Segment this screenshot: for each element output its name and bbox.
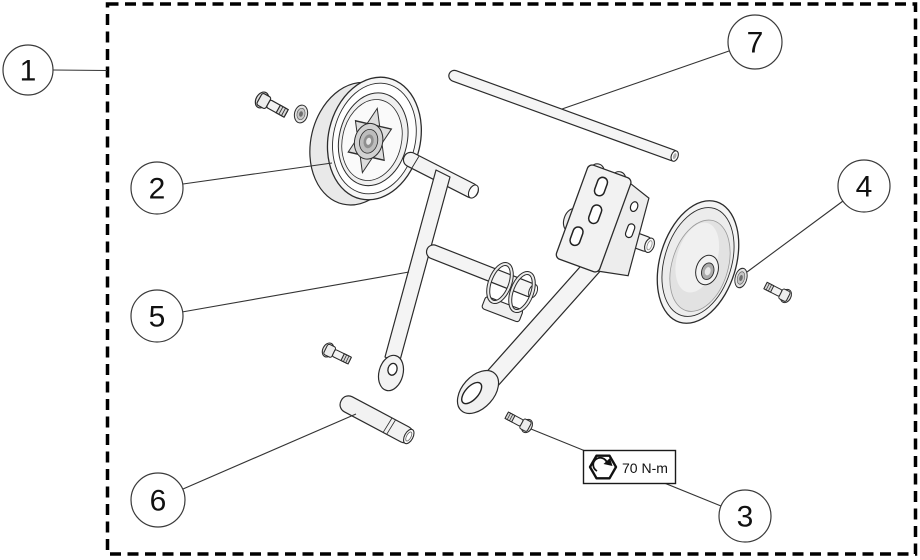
callout-1-number: 1 [20, 55, 37, 88]
front-caster-wheel [309, 76, 422, 206]
callout-5-number: 5 [149, 301, 166, 334]
torque-hexagon-arrow-icon [588, 454, 618, 480]
callout-7-number: 7 [747, 27, 764, 60]
leader-line-5 [181, 271, 410, 313]
callout-3[interactable]: 3 [718, 489, 772, 543]
leader-line-2 [182, 162, 333, 185]
leader-lines [52, 50, 844, 507]
torque-value: 70 N-m [622, 460, 668, 476]
wheel-bolt-right [761, 278, 795, 306]
callout-2-number: 2 [149, 173, 166, 206]
mounting-bracket [555, 163, 650, 277]
leader-line-7 [561, 50, 730, 110]
wheel-washer-left [292, 103, 310, 125]
rear-caster-wheel [656, 200, 740, 324]
callout-1[interactable]: 1 [2, 44, 54, 96]
sleeve-tube [339, 395, 415, 445]
callout-7[interactable]: 7 [727, 14, 783, 70]
callout-5[interactable]: 5 [130, 289, 184, 343]
pivot-bolt [502, 408, 536, 436]
leader-line-1 [52, 69, 108, 72]
caster-arm-right [456, 163, 656, 415]
leader-line-4 [746, 200, 844, 273]
leader-line-6 [182, 413, 357, 490]
wheel-bolt-left [252, 89, 291, 122]
cross-tube [425, 244, 539, 299]
callout-4-number: 4 [856, 171, 873, 204]
axle-tube [448, 69, 679, 162]
arm-bolt-left [319, 340, 354, 368]
diagram-frame-border [105, 2, 918, 556]
torque-label: 70 N-m [582, 449, 677, 485]
callout-6-number: 6 [150, 485, 167, 518]
callout-4[interactable]: 4 [837, 159, 891, 213]
caster-arm-left [377, 151, 479, 392]
caster-arm-right-fork-end [456, 369, 500, 415]
tube-clamp [481, 261, 536, 323]
callout-6[interactable]: 6 [130, 472, 186, 528]
callout-2[interactable]: 2 [130, 161, 184, 215]
callout-3-number: 3 [737, 501, 754, 534]
